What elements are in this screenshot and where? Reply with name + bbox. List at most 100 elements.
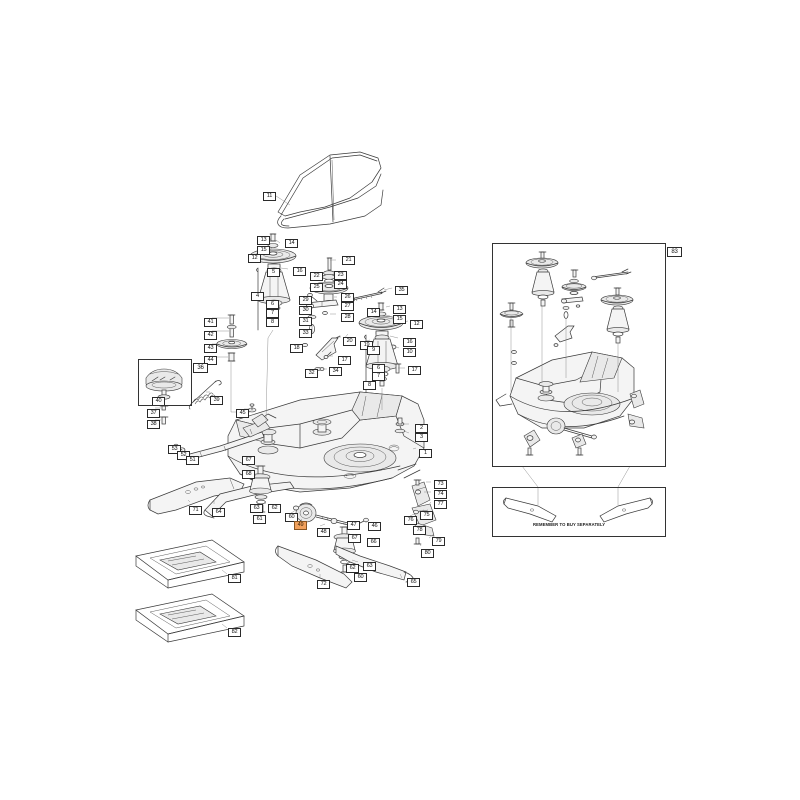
callout-8: 8 (363, 381, 376, 390)
callout-65: 65 (407, 578, 420, 587)
callout-71: 71 (189, 506, 202, 515)
pin-45 (247, 403, 257, 413)
callout-25: 25 (310, 283, 323, 292)
callout-60: 60 (285, 513, 298, 522)
callout-6: 6 (266, 300, 279, 309)
callout-82: 82 (228, 628, 241, 637)
callout-10: 10 (403, 348, 416, 357)
callout-3: 3 (415, 433, 428, 442)
note-buy-separately: REMEMBER TO BUY SEPARATELY (533, 522, 606, 527)
callout-52: 52 (177, 451, 190, 460)
deck-support-arm (173, 413, 277, 461)
callout-72: 72 (317, 580, 330, 589)
callout-49: 49 (294, 521, 307, 530)
callout-17: 17 (408, 366, 421, 375)
callout-62: 62 (268, 504, 281, 513)
drive-belt-11 (277, 151, 384, 229)
callout-11: 11 (263, 192, 276, 201)
callout-41: 41 (204, 318, 217, 327)
callout-43: 43 (204, 344, 217, 353)
callout-48: 48 (317, 528, 330, 537)
callout-76: 76 (404, 516, 417, 525)
callout-28: 28 (341, 313, 354, 322)
callout-4: 4 (251, 292, 264, 301)
callout-67: 67 (348, 534, 361, 543)
callout-37: 37 (147, 409, 160, 418)
callout-39: 39 (210, 396, 223, 405)
callout-44: 44 (204, 356, 217, 365)
callout-30: 30 (299, 306, 312, 315)
callout-62: 62 (346, 564, 359, 573)
callout-23: 23 (334, 271, 347, 280)
callout-35: 35 (395, 286, 408, 295)
callout-38: 38 (147, 420, 160, 429)
callout-83: 83 (667, 247, 682, 257)
callout-29: 29 (299, 296, 312, 305)
callout-7: 7 (266, 309, 279, 318)
callout-2: 2 (415, 424, 428, 433)
callout-53: 53 (168, 445, 181, 454)
inset-blades-content (502, 465, 654, 523)
callout-75: 75 (420, 511, 433, 520)
callout-32: 32 (305, 369, 318, 378)
callout-51: 51 (186, 456, 199, 465)
callout-16: 16 (403, 338, 416, 347)
callout-60: 60 (354, 573, 367, 582)
callout-61: 61 (253, 515, 266, 524)
blade-71 (147, 477, 245, 515)
callout-63: 63 (250, 504, 263, 513)
callout-77: 77 (434, 500, 447, 509)
callout-21: 21 (342, 256, 355, 265)
callout-13: 13 (393, 305, 406, 314)
callout-63: 63 (363, 562, 376, 571)
callout-9: 9 (367, 346, 380, 355)
panel-inset-blades (492, 487, 666, 537)
callout-78: 78 (413, 526, 426, 535)
callout-80: 80 (421, 549, 434, 558)
callout-74: 74 (434, 490, 447, 499)
callout-14: 14 (367, 308, 380, 317)
panel-inset-assembly (492, 243, 666, 467)
callout-27: 27 (341, 302, 354, 311)
callout-19: 19 (360, 341, 373, 350)
callout-17: 17 (338, 356, 351, 365)
callout-45: 45 (236, 409, 249, 418)
callout-46: 46 (368, 522, 381, 531)
callout-15: 15 (257, 246, 270, 255)
callout-31: 31 (299, 317, 312, 326)
callout-12: 12 (248, 254, 261, 263)
housing-36-content (145, 368, 183, 425)
callout-36: 36 (193, 363, 208, 373)
panel-carburettor-box (138, 359, 192, 406)
idler-shaft-group (293, 502, 369, 529)
callout-1: 1 (419, 449, 432, 458)
callout-47: 47 (347, 521, 360, 530)
callout-26: 26 (341, 293, 354, 302)
blade-72 (275, 545, 353, 589)
callout-24: 24 (334, 280, 347, 289)
callout-12: 12 (410, 320, 423, 329)
callout-66: 66 (367, 538, 380, 547)
callout-14: 14 (285, 239, 298, 248)
callout-64: 64 (212, 508, 225, 517)
tension-spring-39 (188, 380, 222, 410)
inset-83-content (495, 251, 645, 456)
right-spindle-assembly (358, 302, 404, 393)
left-small-pulley (216, 314, 248, 362)
tray-82 (135, 593, 245, 643)
callout-81: 81 (228, 574, 241, 583)
callout-73: 73 (434, 480, 447, 489)
callout-22: 22 (310, 272, 323, 281)
callout-68: 68 (242, 470, 255, 479)
callout-13: 13 (257, 236, 270, 245)
callout-79: 79 (432, 537, 445, 546)
callout-20: 20 (343, 337, 356, 346)
callout-5: 5 (267, 268, 280, 277)
callout-67: 67 (242, 456, 255, 465)
callout-15: 15 (393, 315, 406, 324)
callout-42: 42 (204, 331, 217, 340)
callout-33: 33 (299, 329, 312, 338)
mower-deck-main (227, 391, 425, 493)
